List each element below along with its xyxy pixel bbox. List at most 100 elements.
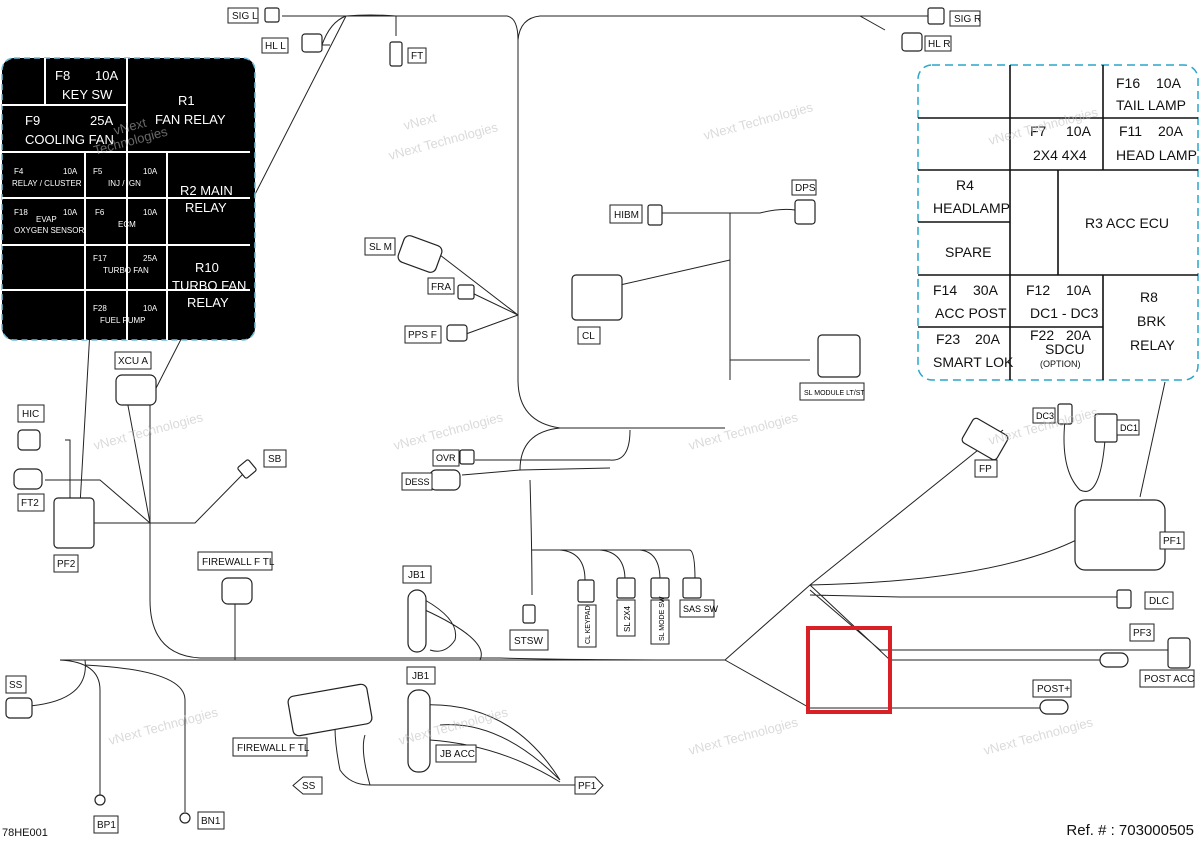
r2-line2: RELAY bbox=[185, 200, 227, 215]
label-jb1-top-text: JB1 bbox=[408, 570, 426, 581]
label-fra: FRA bbox=[427, 277, 455, 295]
r10-line1: R10 bbox=[195, 260, 219, 275]
label-pf3-text: PF3 bbox=[1133, 628, 1152, 639]
ft-plug-icon bbox=[389, 41, 403, 67]
fuse-box-left: F8 10A KEY SW F9 25A COOLING FAN R1 FAN … bbox=[1, 57, 256, 341]
label-pf1-right-text: PF1 bbox=[1163, 536, 1182, 547]
f23-id: F23 bbox=[936, 331, 960, 347]
label-pf1-right: PF1 bbox=[1159, 531, 1185, 550]
bn1-ring-icon bbox=[179, 812, 191, 824]
label-bn1: BN1 bbox=[197, 811, 225, 830]
f9-amp: 25A bbox=[90, 113, 113, 128]
ss-plug-icon bbox=[5, 697, 33, 719]
label-stsw: STSW bbox=[509, 629, 549, 651]
watermark-3: vNext bbox=[402, 110, 438, 133]
f14-name: ACC POST bbox=[935, 305, 1007, 321]
f14-id: F14 bbox=[933, 282, 957, 298]
connector-labels: SIG L HL L FT SIG R HL R HIBM DPS SL M F… bbox=[5, 7, 1195, 834]
label-sb: SB bbox=[263, 449, 287, 468]
f17-name: TURBO FAN bbox=[103, 266, 149, 275]
f16-id: F16 bbox=[1116, 75, 1140, 91]
label-pps-f-text: PPS F bbox=[408, 330, 437, 341]
r4-id: R4 bbox=[956, 177, 974, 193]
hl-r-plug-icon bbox=[901, 32, 923, 52]
hic-plug-icon bbox=[17, 429, 41, 451]
label-jb-acc: JB ACC bbox=[435, 744, 477, 763]
sb-plug-icon bbox=[237, 459, 257, 479]
label-ss: SS bbox=[5, 675, 27, 694]
label-dps-text: DPS bbox=[795, 183, 816, 194]
r10-line3: RELAY bbox=[187, 295, 229, 310]
label-sl-m: SL M bbox=[364, 237, 396, 256]
label-dc3: DC3 bbox=[1032, 407, 1056, 424]
r1-name: FAN RELAY bbox=[155, 112, 226, 127]
dlc-plug-icon bbox=[1116, 589, 1132, 609]
f18-id: F18 bbox=[14, 208, 28, 217]
label-fp: FP bbox=[974, 459, 998, 478]
label-dlc: DLC bbox=[1144, 591, 1174, 610]
label-ss-text: SS bbox=[9, 680, 23, 691]
r8-line2: BRK bbox=[1137, 313, 1166, 329]
label-firewall-top-text: FIREWALL F TL bbox=[202, 557, 275, 568]
sig-r-plug-icon bbox=[927, 7, 945, 25]
label-xcu-a: XCU A bbox=[114, 351, 152, 370]
f4-name: RELAY / CLUSTER bbox=[12, 179, 82, 188]
label-sl-mode-sw: SL MODE SW bbox=[650, 596, 670, 645]
label-hic: HIC bbox=[17, 404, 45, 423]
f11-amp: 20A bbox=[1158, 123, 1184, 139]
r4-name: HEADLAMP bbox=[933, 200, 1010, 216]
jb1-top-bar-icon bbox=[407, 589, 427, 653]
f22-amp: 20A bbox=[1066, 327, 1092, 343]
f16-amp: 10A bbox=[1156, 75, 1182, 91]
fra-plug-icon bbox=[457, 284, 475, 300]
label-pps-f: PPS F bbox=[404, 325, 442, 344]
watermark-9: vNext Technologies bbox=[687, 409, 800, 453]
hibm-plug-icon bbox=[647, 204, 663, 226]
f5-amp: 10A bbox=[143, 167, 158, 176]
r10-line2: TURBO FAN bbox=[172, 278, 246, 293]
f12-name: DC1 - DC3 bbox=[1030, 305, 1099, 321]
label-stsw-text: STSW bbox=[514, 636, 543, 647]
label-sb-text: SB bbox=[268, 454, 282, 465]
label-dess-text: DESS bbox=[405, 477, 430, 487]
label-post-plus: POST+ bbox=[1032, 679, 1072, 698]
label-ft2: FT2 bbox=[17, 493, 45, 512]
r3-name: R3 ACC ECU bbox=[1085, 215, 1169, 231]
fuse-block-icon bbox=[287, 683, 373, 737]
label-cl-keypad-text: CL KEYPAD bbox=[585, 605, 592, 644]
r1-id: R1 bbox=[178, 93, 195, 108]
label-xcu-a-text: XCU A bbox=[118, 356, 148, 367]
f9-name: COOLING FAN bbox=[25, 132, 114, 147]
label-cl-keypad: CL KEYPAD bbox=[577, 604, 597, 648]
label-dc1-text: DC1 bbox=[1120, 423, 1138, 433]
r8-line1: R8 bbox=[1140, 289, 1158, 305]
label-sl-module: SL MODULE LT/ST bbox=[799, 382, 865, 401]
label-bn1-text: BN1 bbox=[201, 816, 221, 827]
f7-id: F7 bbox=[1030, 123, 1047, 139]
label-jb-acc-text: JB ACC bbox=[440, 749, 475, 760]
label-sl-m-text: SL M bbox=[369, 242, 392, 253]
firewall-top-plug-icon bbox=[221, 577, 253, 605]
label-sig-l-text: SIG L bbox=[232, 11, 258, 22]
dps-plug-icon bbox=[794, 199, 816, 225]
label-fra-text: FRA bbox=[431, 282, 451, 293]
sig-l-plug-icon bbox=[264, 7, 280, 23]
f11-name: HEAD LAMP bbox=[1116, 147, 1197, 163]
label-ovr-text: OVR bbox=[436, 453, 456, 463]
f7-amp: 10A bbox=[1066, 123, 1092, 139]
f8-name: KEY SW bbox=[62, 87, 113, 102]
label-post-acc-text: POST ACC bbox=[1144, 674, 1194, 685]
bp1-ring-icon bbox=[94, 794, 106, 806]
label-sas-sw-text: SAS SW bbox=[683, 604, 719, 614]
hl-l-plug-icon bbox=[301, 33, 323, 53]
label-pf1-bottom: PF1 bbox=[574, 776, 604, 795]
label-jb1-bottom: JB1 bbox=[406, 666, 436, 685]
label-dess: DESS bbox=[401, 472, 433, 491]
f9-id: F9 bbox=[25, 113, 40, 128]
label-jb1-bottom-text: JB1 bbox=[412, 671, 430, 682]
f8-amp: 10A bbox=[95, 68, 118, 83]
ft2-plug-icon bbox=[13, 468, 43, 490]
document-code: 78HE001 bbox=[2, 827, 48, 839]
reference-number: Ref. # : 703000505 bbox=[1066, 822, 1194, 839]
